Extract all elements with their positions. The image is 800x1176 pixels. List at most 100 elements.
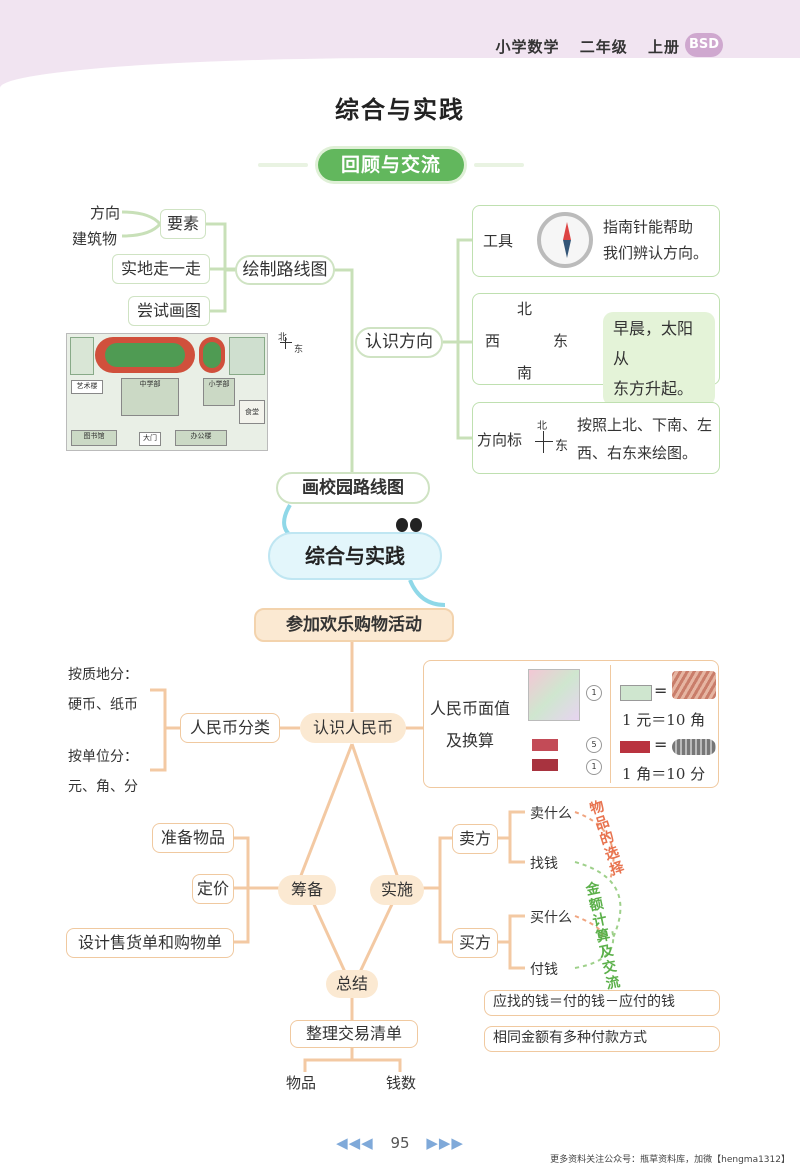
decor-line-right bbox=[474, 163, 524, 167]
divider bbox=[610, 665, 611, 783]
page-number: 95 bbox=[390, 1134, 410, 1152]
sun-note-line1: 早晨，太阳从 bbox=[613, 319, 694, 368]
by-unit-items: 元、角、分 bbox=[68, 779, 138, 795]
dir-east: 东 bbox=[553, 332, 569, 350]
prepare-item-goods: 准备物品 bbox=[152, 823, 234, 853]
sun-note-line2: 东方升起。 bbox=[613, 379, 694, 398]
yuan-jiao-eq: 1 元＝10 角 bbox=[622, 711, 706, 729]
watermark: 更多资料关注公众号：瓶草资料库，加微【hengma1312】 bbox=[550, 1155, 790, 1165]
equals-icon-1: = bbox=[654, 681, 668, 700]
element-building: 建筑物 bbox=[72, 230, 118, 248]
header-volume: 上册 bbox=[647, 38, 680, 56]
prepare-item-price: 定价 bbox=[192, 874, 234, 904]
summary-node: 总结 bbox=[326, 970, 378, 998]
tool-text-line1: 指南针能帮助 bbox=[603, 218, 694, 236]
coin-five-icon: 5 bbox=[586, 737, 602, 753]
marker-label: 方向标 bbox=[477, 431, 523, 449]
marker-text: 按照上北、下南、左 西、右东来绘图。 bbox=[577, 411, 712, 467]
map-primary-school: 小学部 bbox=[203, 378, 235, 406]
rmb-classify-box: 人民币分类 bbox=[180, 713, 280, 743]
rmb-value-label-line2: 及换算 bbox=[446, 731, 495, 750]
identify-direction-node: 认识方向 bbox=[355, 327, 443, 358]
map-courts bbox=[229, 337, 265, 375]
sun-note: 早晨，太阳从 东方升起。 bbox=[603, 312, 715, 406]
tool-label: 工具 bbox=[483, 232, 514, 250]
coin-one-yuan-icon: 1 bbox=[586, 685, 602, 701]
map-office: 办公楼 bbox=[175, 430, 227, 446]
by-unit-title: 按单位分： bbox=[68, 749, 138, 765]
by-material-items: 硬币、纸币 bbox=[68, 697, 138, 713]
map-track-main bbox=[95, 337, 195, 373]
coin-small-icon: 1 bbox=[586, 759, 602, 775]
banknotes-icon bbox=[528, 669, 580, 721]
directions-box: 北 西 东 南 早晨，太阳从 东方升起。 bbox=[472, 293, 720, 406]
summary-item-goods: 物品 bbox=[286, 1074, 317, 1092]
map-arrow-stem bbox=[285, 337, 286, 349]
direction-arrow-icon bbox=[543, 431, 544, 453]
header-subject-line: 小学数学 二年级 上册 bbox=[481, 36, 680, 57]
tool-text: 指南针能帮助 我们辨认方向。 bbox=[603, 214, 708, 266]
equals-icon-2: = bbox=[654, 735, 668, 754]
map-canteen: 食堂 bbox=[239, 400, 265, 424]
rmb-value-label-line1: 人民币面值 bbox=[430, 699, 511, 718]
try-draw-box: 尝试画图 bbox=[128, 296, 210, 326]
jiao-fen-eq: 1 角＝10 分 bbox=[622, 765, 706, 783]
center-node: 综合与实践 bbox=[268, 532, 442, 580]
walk-box: 实地走一走 bbox=[112, 254, 210, 284]
page-title: 综合与实践 bbox=[335, 96, 465, 124]
direction-arrow-bar bbox=[535, 441, 553, 442]
map-east-label: 东 bbox=[294, 345, 304, 355]
prev-arrows-icon: ◀◀◀ bbox=[336, 1134, 374, 1152]
coin-stack-icon bbox=[672, 739, 716, 755]
campus-map: 中学部 小学部 艺术楼 食堂 图书馆 大门 办公楼 bbox=[66, 333, 268, 451]
eye-icon-right bbox=[410, 518, 422, 532]
by-unit: 按单位分： 元、角、分 bbox=[68, 742, 138, 802]
seller-item-what: 卖什么 bbox=[530, 806, 572, 822]
formula-methods: 相同金额有多种付款方式 bbox=[484, 1026, 720, 1052]
map-north-label: 北 bbox=[278, 333, 288, 343]
jiao-stack-icon bbox=[672, 671, 716, 699]
marker-text-line2: 西、右东来绘图。 bbox=[577, 444, 698, 462]
map-arrow-icon bbox=[280, 342, 292, 343]
header-grade: 二年级 bbox=[579, 38, 628, 56]
marker-text-line1: 按照上北、下南、左 bbox=[577, 416, 713, 434]
jiao-note-icon-3 bbox=[620, 741, 650, 753]
decor-line-left bbox=[258, 163, 308, 167]
buyer-box: 买方 bbox=[452, 928, 498, 958]
formula-change: 应找的钱＝付的钱－应付的钱 bbox=[484, 990, 720, 1016]
jiao-note-icon-2 bbox=[532, 759, 558, 771]
jiao-note-icon bbox=[532, 739, 558, 751]
eye-icon-left bbox=[396, 518, 408, 532]
header-subject: 小学数学 bbox=[495, 38, 560, 56]
dir-north: 北 bbox=[517, 300, 533, 318]
dir-west: 西 bbox=[485, 332, 501, 350]
map-art-building: 艺术楼 bbox=[71, 380, 103, 394]
campus-route-node: 画校园路线图 bbox=[276, 472, 430, 504]
marker-north: 北 bbox=[537, 421, 547, 432]
map-middle-school: 中学部 bbox=[121, 378, 179, 416]
review-title: 回顾与交流 bbox=[318, 149, 464, 181]
yuan-note-icon bbox=[620, 685, 652, 701]
marker-east: 东 bbox=[555, 439, 569, 454]
summary-list-box: 整理交易清单 bbox=[290, 1020, 418, 1048]
by-material-title: 按质地分： bbox=[68, 667, 138, 683]
buyer-item-what: 买什么 bbox=[530, 910, 572, 926]
tool-text-line2: 我们辨认方向。 bbox=[603, 244, 709, 262]
draw-route-node: 绘制路线图 bbox=[235, 255, 335, 285]
map-track-small bbox=[199, 337, 225, 373]
map-library: 图书馆 bbox=[71, 430, 117, 446]
edition-badge: BSD bbox=[685, 33, 723, 57]
seller-item-change: 找钱 bbox=[530, 856, 558, 872]
element-direction: 方向 bbox=[90, 204, 121, 222]
compass-icon bbox=[537, 212, 593, 268]
summary-item-money: 钱数 bbox=[386, 1074, 417, 1092]
rmb-value-label: 人民币面值 及换算 bbox=[430, 693, 510, 757]
prepare-node: 筹备 bbox=[278, 875, 336, 905]
map-gate: 大门 bbox=[139, 432, 161, 446]
prepare-item-design: 设计售货单和购物单 bbox=[66, 928, 234, 958]
seller-box: 卖方 bbox=[452, 824, 498, 854]
next-arrows-icon: ▶▶▶ bbox=[426, 1134, 464, 1152]
dir-south: 南 bbox=[517, 364, 533, 382]
by-material: 按质地分： 硬币、纸币 bbox=[68, 660, 138, 720]
implement-node: 实施 bbox=[370, 875, 424, 905]
